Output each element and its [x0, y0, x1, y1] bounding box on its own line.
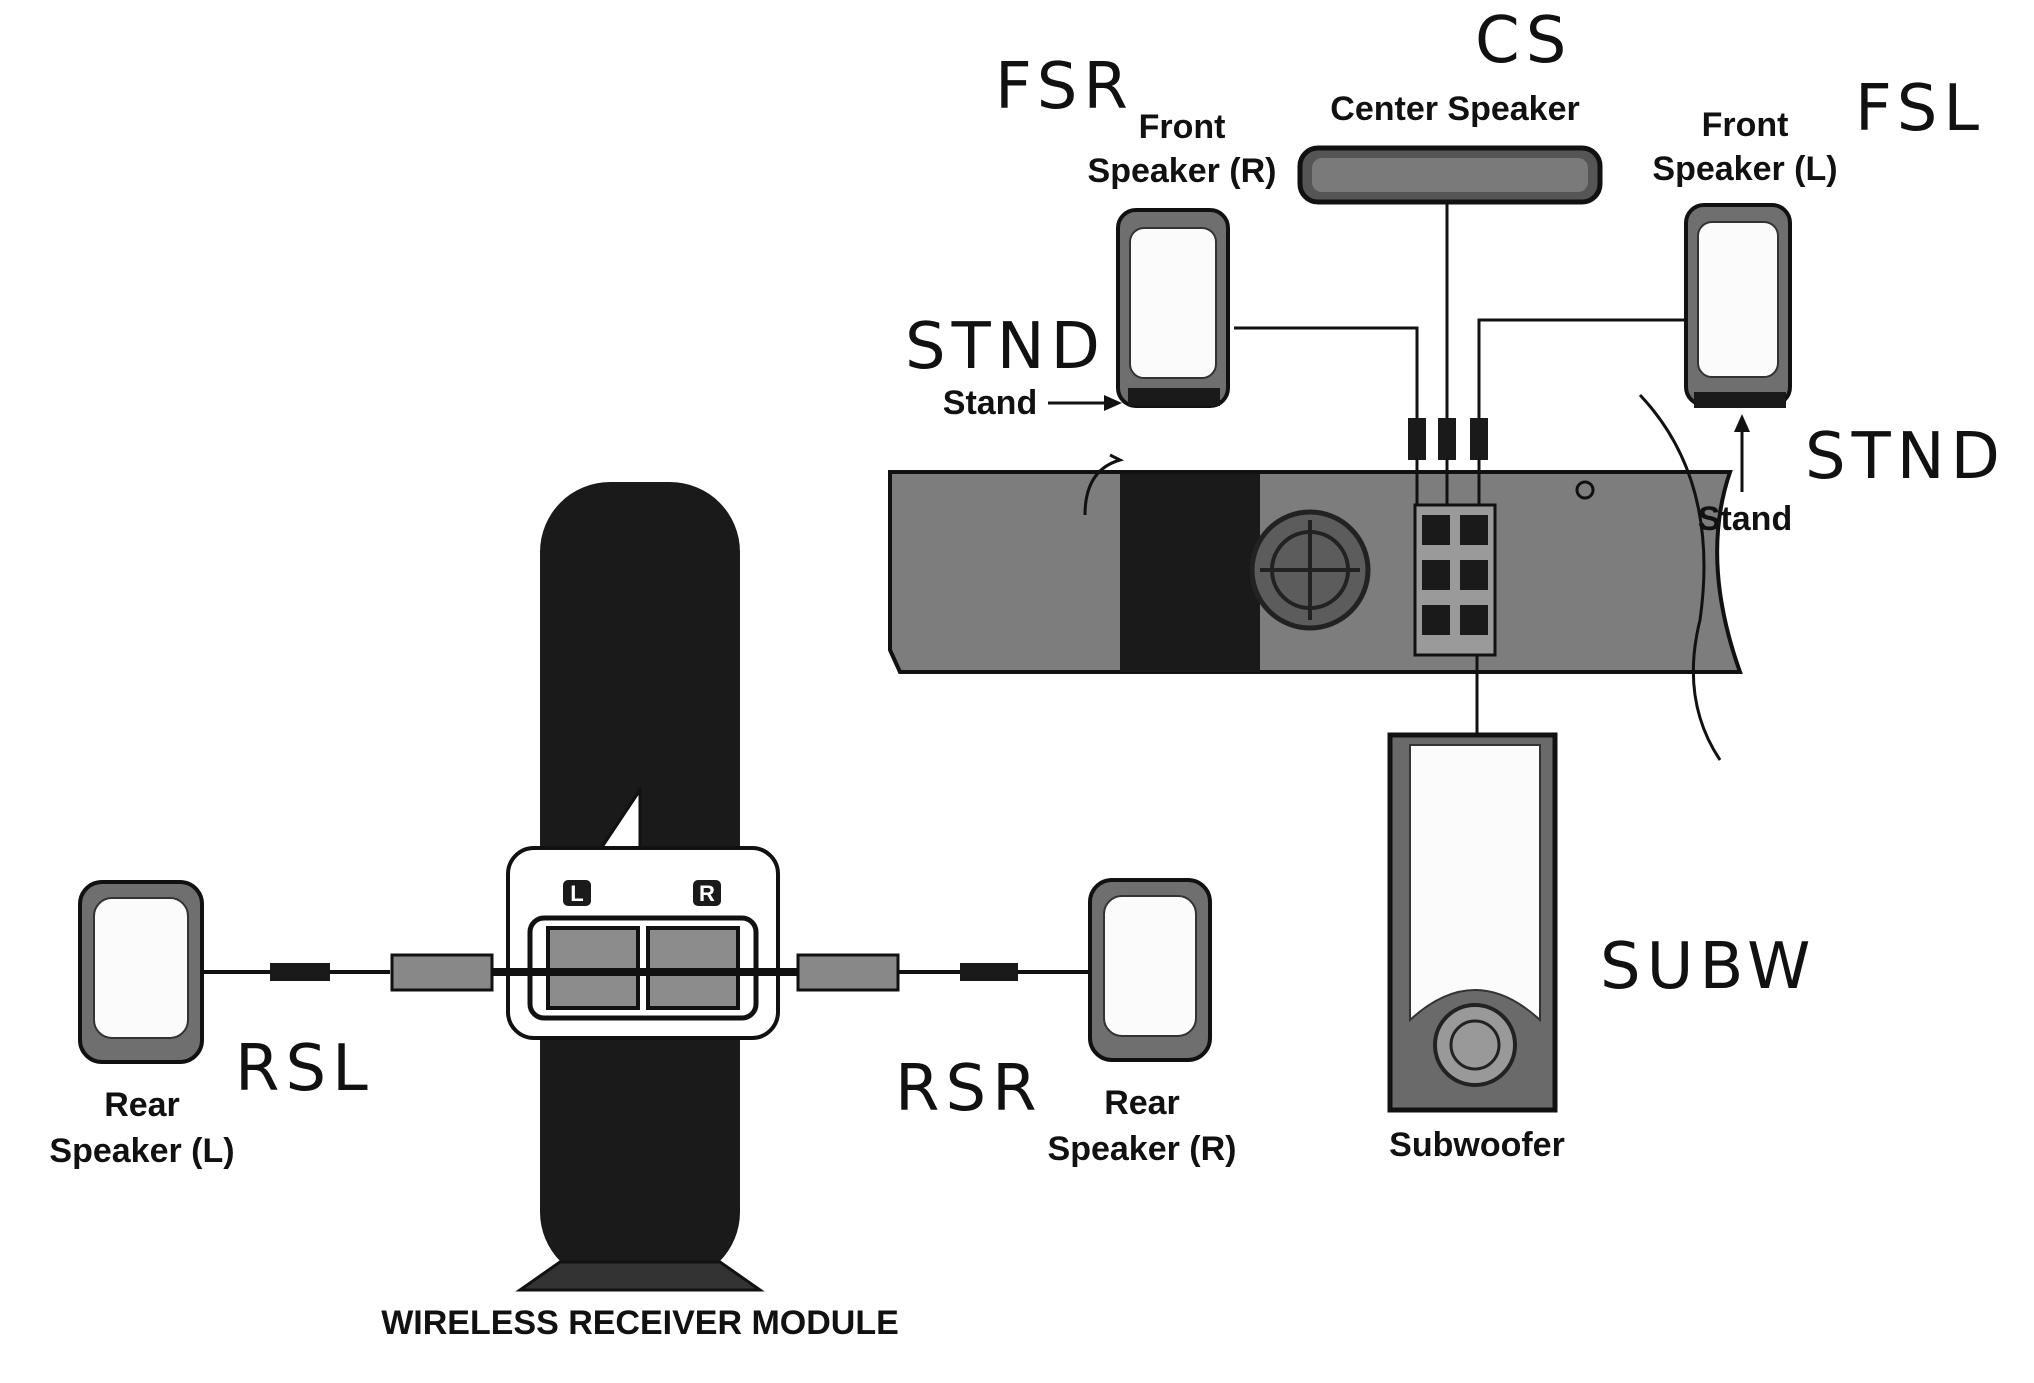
handwritten-fsl: FSL [1855, 72, 1985, 146]
stand-label-right: Stand [1698, 500, 1792, 538]
port-panel [1413, 503, 1497, 657]
rear-speaker-l-line1: Rear [104, 1086, 180, 1124]
handwritten-fsr: FSR [995, 50, 1134, 124]
rear-speaker-l-line2: Speaker (L) [49, 1132, 234, 1170]
handwritten-subw: SUBW [1600, 930, 1816, 1004]
rear-speaker-r-line2: Speaker (R) [1048, 1130, 1237, 1168]
rear-speaker-r-line1: Rear [1104, 1084, 1180, 1122]
front-speaker-r [1116, 208, 1230, 408]
center-speaker-label: Center Speaker [1330, 90, 1579, 128]
port-r-label: R [699, 881, 715, 906]
port-l-label: L [570, 881, 583, 906]
connector-plugs [1408, 418, 1488, 505]
subwoofer-label: Subwoofer [1389, 1126, 1565, 1164]
receiver-module-label: WIRELESS RECEIVER MODULE [381, 1304, 899, 1342]
subwoofer [1387, 655, 1558, 1113]
handwritten-stnd-left: STND [905, 310, 1106, 384]
handwritten-annotations: FSR CS FSL STND STND RSL RSR SUBW [235, 4, 2006, 1126]
front-speaker-r-line1: Front [1139, 108, 1226, 146]
handwritten-rsl: RSL [235, 1032, 374, 1106]
rear-speaker-l [78, 880, 204, 1064]
printed-labels: Front Speaker (R) Center Speaker Front S… [49, 90, 1837, 1342]
front-speaker-l [1684, 203, 1792, 408]
front-wiring [1234, 202, 1686, 418]
handwritten-stnd-right: STND [1805, 420, 2006, 494]
stand-arrows [1048, 395, 1750, 492]
center-speaker [1297, 145, 1603, 205]
rear-speaker-r [1088, 878, 1212, 1062]
wireless-receiver-module: L R [506, 482, 780, 1292]
rear-wiring [200, 953, 1090, 992]
main-unit [888, 393, 1743, 761]
stand-label-left: Stand [943, 384, 1037, 422]
front-speaker-r-line2: Speaker (R) [1088, 152, 1277, 190]
handwritten-rsr: RSR [895, 1052, 1043, 1126]
handwritten-cs: CS [1475, 4, 1572, 78]
front-speaker-l-line1: Front [1702, 106, 1789, 144]
front-speaker-l-line2: Speaker (L) [1652, 150, 1837, 188]
